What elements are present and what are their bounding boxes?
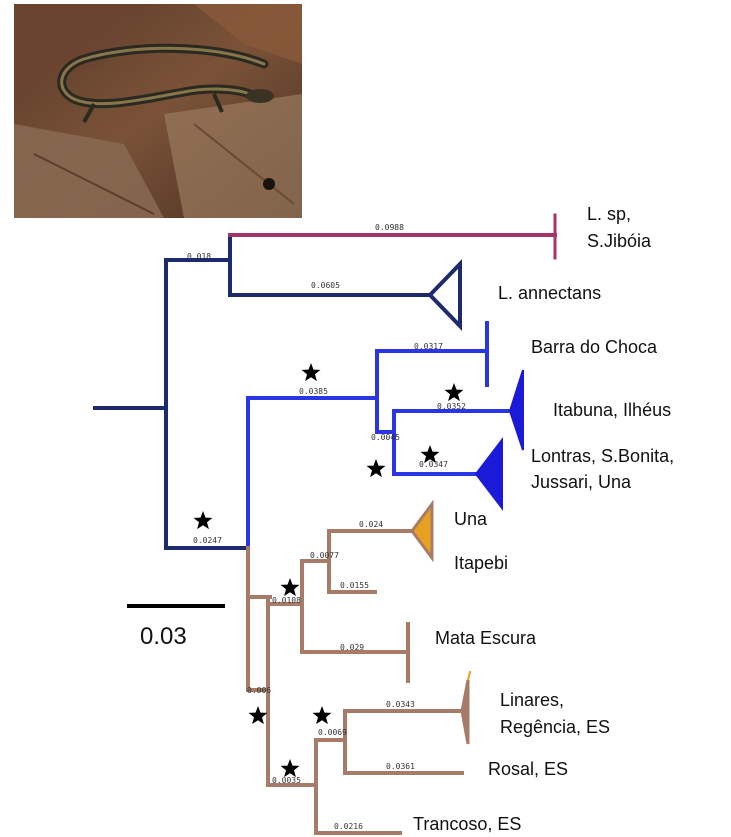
branch-label-una: 0.024: [359, 520, 383, 529]
star-icon-una-itapebi: [281, 578, 300, 596]
taxon-label-itabuna: Itabuna, Ilhéus: [553, 400, 671, 420]
branch-label-una-itapebi: 0.0108: [272, 596, 301, 605]
branch-label-trancoso: 0.0216: [334, 822, 363, 831]
taxon-label-itapebi: Itapebi: [454, 553, 508, 573]
taxon-label-una: Una: [454, 509, 488, 529]
clade-annectans-triangle: [430, 264, 460, 326]
star-icon-blue-internal: [367, 459, 386, 477]
taxon-label-sp-line2: S.Jibóia: [587, 231, 652, 251]
branch-label-itapebi: 0.0155: [340, 581, 369, 590]
branch-label-linares: 0.0343: [386, 700, 415, 709]
star-icon-blue-stem: [302, 363, 321, 381]
clade-linares-tip-highlight: [468, 672, 470, 680]
branch-label-blue-stem: 0.0385: [299, 387, 328, 396]
star-icon-brown-stem: [194, 511, 213, 529]
clade-linares-triangle: [462, 680, 468, 744]
branch-label-es-internal: 0.0035: [272, 776, 301, 785]
taxon-label-rosal: Rosal, ES: [488, 759, 568, 779]
branch-label-brown-stem: 0.0247: [193, 536, 222, 545]
star-icon-itabuna: [445, 383, 464, 401]
branch-label-lontras: 0.0347: [419, 460, 448, 469]
branch-label-barra: 0.0317: [414, 342, 443, 351]
taxon-label-sp-line1: L. sp,: [587, 204, 631, 224]
taxon-label-linares-line2: Regência, ES: [500, 717, 610, 737]
star-icon-brown-a: [249, 706, 268, 724]
branch-label-annectans: 0.0605: [311, 281, 340, 290]
clade-lontras-triangle: [476, 440, 502, 508]
branch-label-rosal: 0.0361: [386, 762, 415, 771]
branch-label-brown-a: 0.006: [247, 686, 271, 695]
tree-clade-tips: [412, 264, 523, 744]
branch-label-root-top: 0.018: [187, 252, 211, 261]
branch-label-mata: 0.029: [340, 643, 364, 652]
star-icon-linares: [313, 706, 332, 724]
branch-label-itabuna-internal: 0.0045: [371, 433, 400, 442]
taxon-label-linares-line1: Linares,: [500, 690, 564, 710]
clade-una-triangle: [412, 504, 432, 558]
branch-label-itabuna: 0.0352: [437, 402, 466, 411]
taxon-label-annectans: L. annectans: [498, 283, 601, 303]
clade-itabuna-triangle: [510, 370, 523, 450]
scale-bar-label: 0.03: [140, 623, 187, 650]
taxon-label-mata: Mata Escura: [435, 628, 537, 648]
taxon-label-lontras-line2: Jussari, Una: [531, 472, 632, 492]
taxon-label-trancoso: Trancoso, ES: [413, 814, 521, 834]
taxon-label-barra: Barra do Choca: [531, 337, 658, 357]
branch-label-linares-internal: 0.0069: [318, 728, 347, 737]
star-icon-es: [281, 759, 300, 777]
taxon-label-lontras-line1: Lontras, S.Bonita,: [531, 446, 674, 466]
branch-label-sp: 0.0988: [375, 223, 404, 232]
branch-label-una-internal: 0.0077: [310, 551, 339, 560]
